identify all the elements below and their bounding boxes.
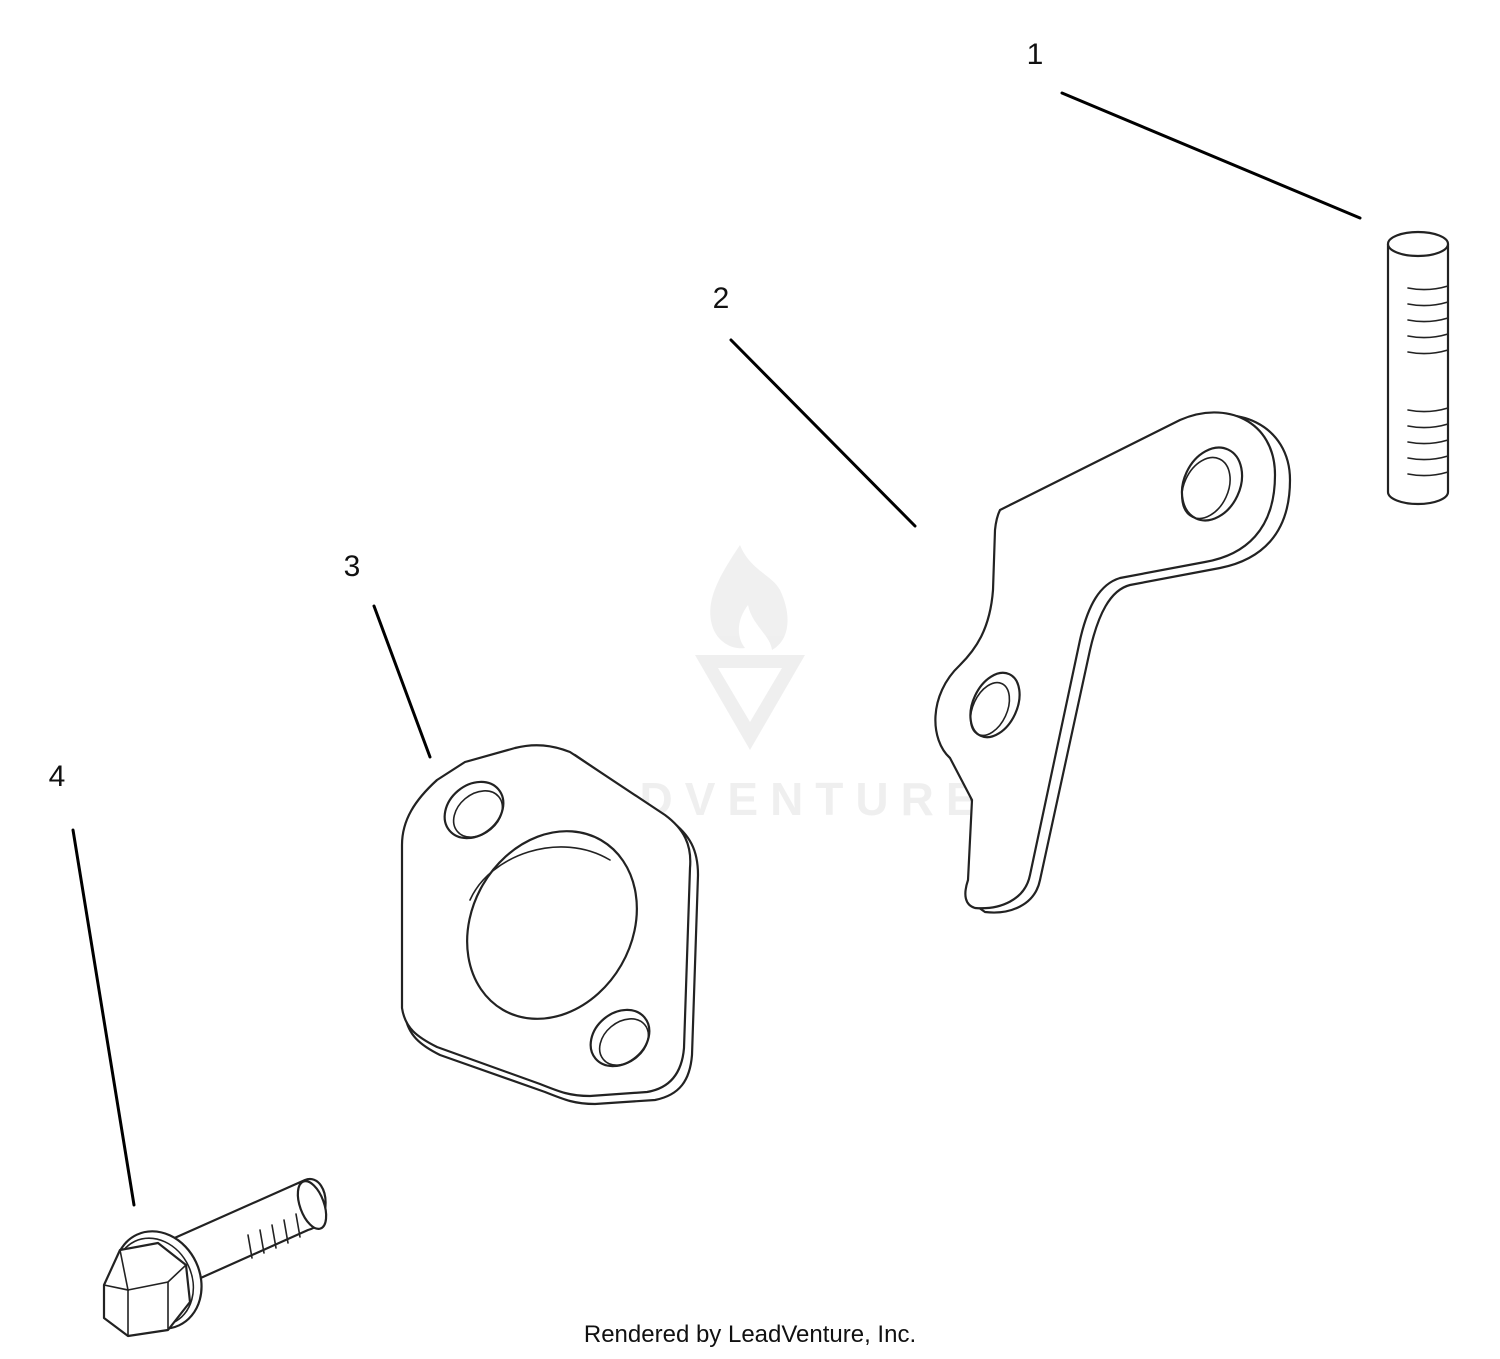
callout-label-1: 1 (1027, 38, 1044, 71)
footer-credit: Rendered by LeadVenture, Inc. (584, 1321, 916, 1348)
part-2-bracket (934, 411, 1292, 914)
leader-line-3 (372, 604, 432, 759)
callout-label-4: 4 (49, 760, 66, 793)
pin-knurl-lines (1407, 285, 1449, 477)
bolt-thread-lines (247, 1213, 301, 1259)
callout-label-2: 2 (713, 282, 730, 315)
leader-line-4 (71, 828, 136, 1207)
callout-label-3: 3 (344, 550, 361, 583)
leader-line-2 (729, 338, 917, 528)
part-4-bolt (102, 1177, 328, 1338)
part-3-gasket (400, 744, 700, 1106)
leader-line-1 (1060, 91, 1362, 220)
part-1-pin (1386, 230, 1450, 506)
